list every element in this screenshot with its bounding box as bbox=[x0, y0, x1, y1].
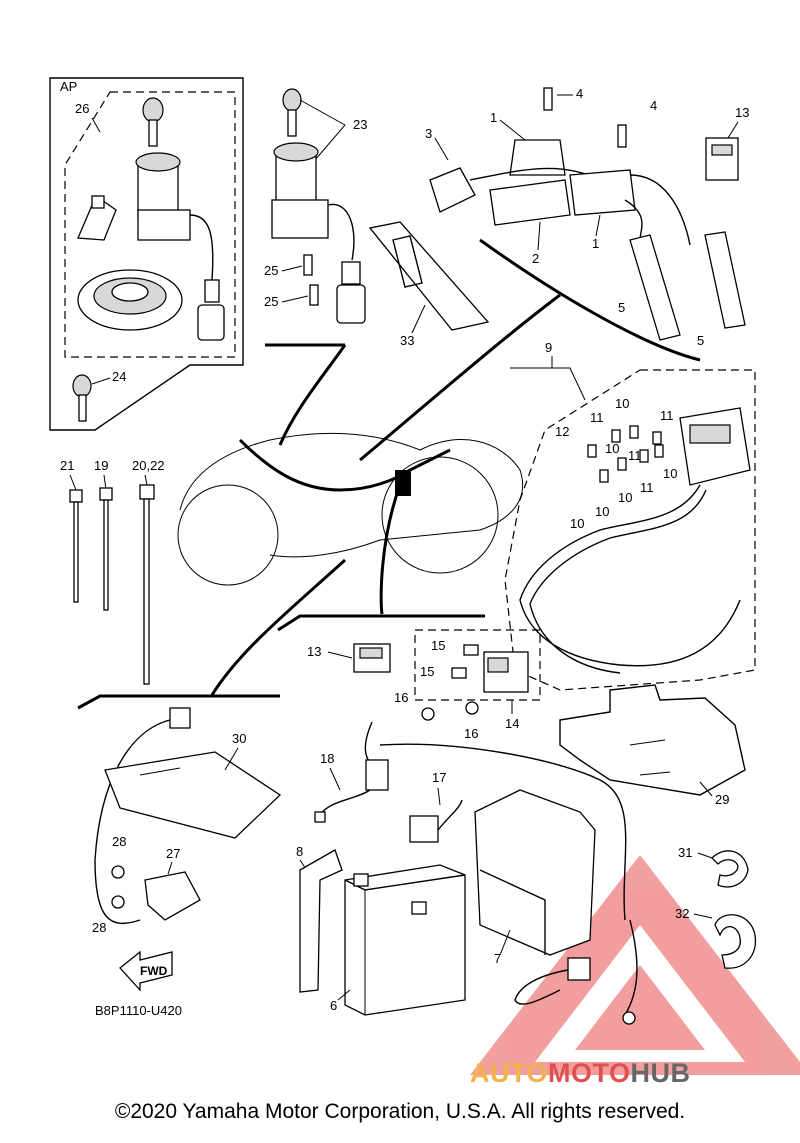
battery-group: 18 17 8 6 7 bbox=[296, 721, 638, 1025]
callout-2: 2 bbox=[532, 251, 539, 266]
callout-28: 28 bbox=[112, 834, 126, 849]
motorcycle-silhouette bbox=[177, 432, 524, 586]
watermark-logo bbox=[470, 855, 800, 1075]
watermark-auto: AUTO bbox=[470, 1058, 549, 1088]
callout-10c: 10 bbox=[618, 490, 632, 505]
relay-13-top: 13 bbox=[705, 105, 749, 181]
callout-1: 1 bbox=[490, 110, 497, 125]
callout-16: 16 bbox=[394, 690, 408, 705]
key-icon bbox=[142, 97, 164, 147]
battery-box-29: 29 bbox=[559, 684, 746, 807]
callout-16b: 16 bbox=[464, 726, 478, 741]
leader-line bbox=[278, 344, 347, 446]
leader-line bbox=[210, 558, 347, 696]
key-24-icon bbox=[72, 374, 92, 422]
callout-10f: 10 bbox=[605, 441, 619, 456]
lower-left-group: 30 28 27 28 FWD B8P1110-U420 bbox=[77, 694, 282, 1018]
callout-7: 7 bbox=[494, 951, 501, 966]
watermark-brand: AUTOMOTOHUB bbox=[470, 1058, 691, 1089]
callout-12: 12 bbox=[555, 424, 569, 439]
callout-19: 19 bbox=[94, 458, 108, 473]
callout-28b: 28 bbox=[92, 920, 106, 935]
leader-line bbox=[359, 293, 561, 462]
callout-10b: 10 bbox=[663, 466, 677, 481]
watermark-moto: MOTO bbox=[548, 1058, 631, 1088]
label-sheet-33: 33 bbox=[368, 221, 490, 348]
callout-30: 30 bbox=[232, 731, 246, 746]
callout-1b: 1 bbox=[592, 236, 599, 251]
ignition-coil-group: 4 4 1 3 2 1 5 5 bbox=[425, 86, 746, 362]
main-switch-group: 23 25 25 bbox=[264, 88, 367, 347]
callout-25: 25 bbox=[264, 263, 278, 278]
callout-5: 5 bbox=[618, 300, 625, 315]
cable-bands: 21 19 20,22 bbox=[60, 458, 165, 685]
callout-9: 9 bbox=[545, 340, 552, 355]
callout-3: 3 bbox=[425, 126, 432, 141]
fwd-arrow-icon: FWD bbox=[119, 950, 173, 992]
callout-15: 15 bbox=[431, 638, 445, 653]
callout-11d: 11 bbox=[628, 448, 642, 463]
callout-31: 31 bbox=[678, 845, 692, 860]
callout-15b: 15 bbox=[420, 664, 434, 679]
leader-line bbox=[379, 484, 402, 615]
callout-13b: 13 bbox=[307, 644, 321, 659]
ignition-switch-icon bbox=[135, 152, 225, 341]
callout-27: 27 bbox=[166, 846, 180, 861]
callout-8: 8 bbox=[296, 844, 303, 859]
callout-10: 10 bbox=[615, 396, 629, 411]
fuse-box-group: 9 12 11 10 11 10 11 10 10 10 10 11 bbox=[504, 340, 756, 691]
watermark-hub: HUB bbox=[630, 1058, 691, 1088]
callout-18: 18 bbox=[320, 751, 334, 766]
callout-13: 13 bbox=[735, 105, 749, 120]
callout-5b: 5 bbox=[697, 333, 704, 348]
callout-17: 17 bbox=[432, 770, 446, 785]
callout-21: 21 bbox=[60, 458, 74, 473]
callout-11: 11 bbox=[590, 410, 604, 425]
callout-26: 26 bbox=[75, 101, 89, 116]
fuel-cap-icon bbox=[77, 269, 183, 331]
clamps-group: 31 32 bbox=[675, 845, 757, 969]
lock-bracket-icon bbox=[77, 195, 117, 241]
fwd-label: FWD bbox=[140, 964, 168, 978]
ap-label: AP bbox=[60, 79, 77, 94]
ap-kit-group: AP 26 2 bbox=[49, 77, 244, 431]
callout-6: 6 bbox=[330, 998, 337, 1013]
callout-25b: 25 bbox=[264, 294, 278, 309]
callout-20-22: 20,22 bbox=[132, 458, 165, 473]
callout-10e: 10 bbox=[570, 516, 584, 531]
callout-24: 24 bbox=[112, 369, 126, 384]
callout-32: 32 bbox=[675, 906, 689, 921]
callout-29: 29 bbox=[715, 792, 729, 807]
relay-group: 13 15 15 16 16 14 bbox=[277, 614, 541, 741]
callout-33: 33 bbox=[400, 333, 414, 348]
callout-11c: 11 bbox=[640, 480, 654, 495]
callout-4: 4 bbox=[576, 86, 583, 101]
callout-14: 14 bbox=[505, 716, 519, 731]
diagram-code: B8P1110-U420 bbox=[95, 1003, 182, 1018]
callout-4b: 4 bbox=[650, 98, 657, 113]
copyright-footer: ©2020 Yamaha Motor Corporation, U.S.A. A… bbox=[114, 1100, 686, 1123]
callout-10d: 10 bbox=[595, 504, 609, 519]
callout-11b: 11 bbox=[660, 408, 674, 423]
callout-23: 23 bbox=[353, 117, 367, 132]
